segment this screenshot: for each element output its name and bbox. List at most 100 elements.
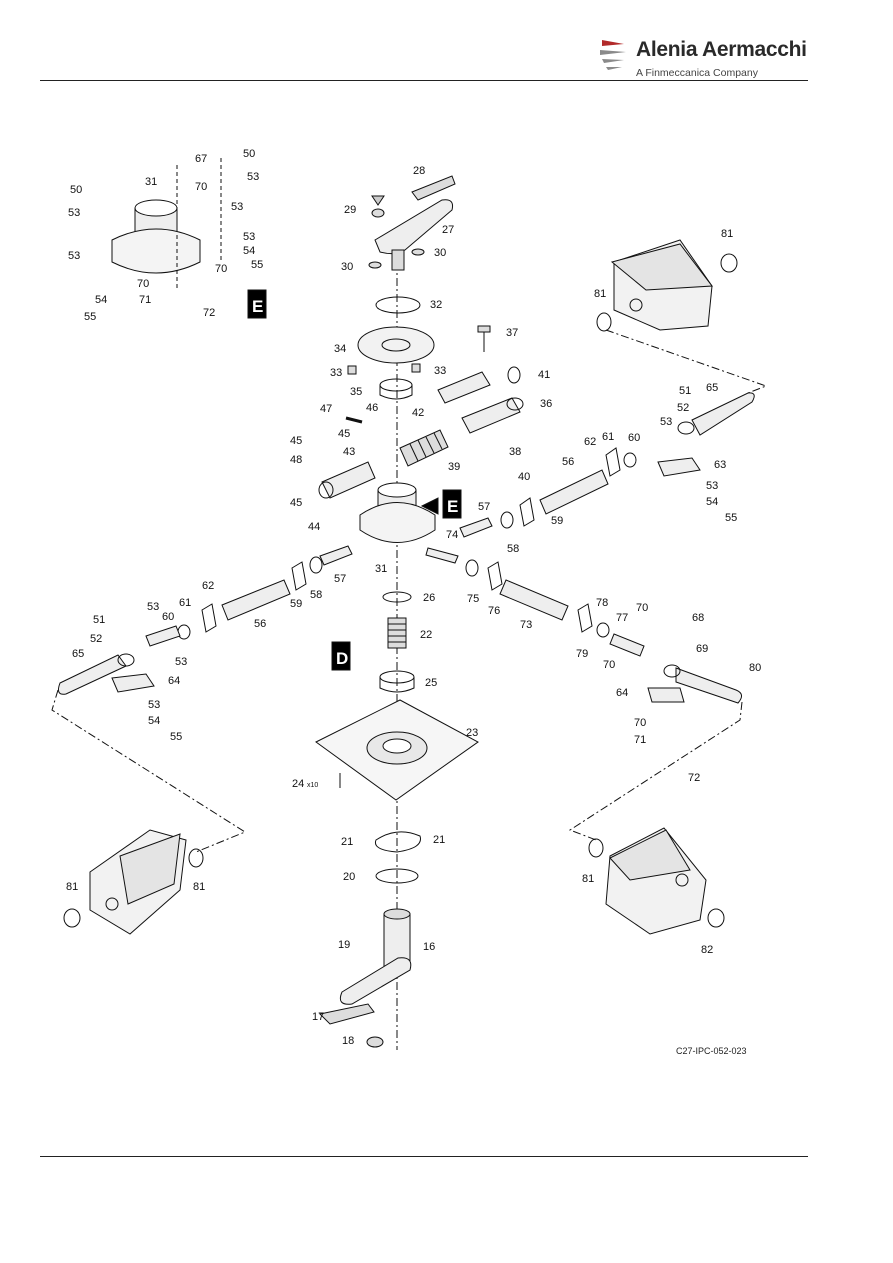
callout-55: 55 bbox=[84, 311, 96, 323]
callout-24: 24 bbox=[292, 778, 304, 790]
callout-53: 53 bbox=[68, 207, 80, 219]
callout-53: 53 bbox=[660, 416, 672, 428]
collar-81e bbox=[588, 838, 604, 858]
callout-81: 81 bbox=[594, 288, 606, 300]
callout-41: 41 bbox=[538, 369, 550, 381]
callout-22: 22 bbox=[420, 629, 432, 641]
callout-59: 59 bbox=[290, 598, 302, 610]
header-rule bbox=[40, 80, 808, 81]
callout-36: 36 bbox=[540, 398, 552, 410]
callout-30: 30 bbox=[341, 261, 353, 273]
extension-line-ur bbox=[605, 329, 768, 394]
rod-43 bbox=[318, 461, 376, 499]
push-rod-73 bbox=[465, 559, 569, 621]
callout-27: 27 bbox=[442, 224, 454, 236]
callout-56: 56 bbox=[562, 456, 574, 468]
callout-50: 50 bbox=[70, 184, 82, 196]
rod-end-57a bbox=[459, 517, 493, 538]
callout-60: 60 bbox=[628, 432, 640, 444]
view-d-box bbox=[331, 641, 351, 671]
bearing-61b bbox=[177, 624, 191, 640]
extension-line-ll bbox=[51, 689, 247, 853]
callout-58: 58 bbox=[310, 589, 322, 601]
callout-70: 70 bbox=[603, 659, 615, 671]
callout-70: 70 bbox=[215, 263, 227, 275]
callout-53: 53 bbox=[231, 201, 243, 213]
view-d-label: D bbox=[336, 649, 348, 668]
callout-32: 32 bbox=[430, 299, 442, 311]
callout-26: 26 bbox=[423, 592, 435, 604]
callout-52: 52 bbox=[90, 633, 102, 645]
callout-33: 33 bbox=[434, 365, 446, 377]
callout-70: 70 bbox=[195, 181, 207, 193]
callout-73: 73 bbox=[520, 619, 532, 631]
flange-disk-34 bbox=[357, 326, 435, 364]
boot-lower-right bbox=[605, 827, 707, 935]
callout-34: 34 bbox=[334, 343, 346, 355]
lever-65a bbox=[677, 392, 755, 436]
callout-68: 68 bbox=[692, 612, 704, 624]
bushing-35 bbox=[379, 378, 413, 400]
callout-31: 31 bbox=[145, 176, 157, 188]
callout-63: 63 bbox=[714, 459, 726, 471]
callout-53: 53 bbox=[147, 601, 159, 613]
collar-81a bbox=[720, 253, 738, 273]
callout-38: 38 bbox=[509, 446, 521, 458]
callout-79: 79 bbox=[576, 648, 588, 660]
plate-79 bbox=[577, 603, 593, 633]
callout-23: 23 bbox=[466, 727, 478, 739]
callout-77: 77 bbox=[616, 612, 628, 624]
callout-70: 70 bbox=[634, 717, 646, 729]
callout-75: 75 bbox=[467, 593, 479, 605]
callout-44: 44 bbox=[308, 521, 320, 533]
bracket-64b bbox=[647, 687, 685, 703]
cover-17 bbox=[318, 1003, 375, 1025]
collar-81d bbox=[63, 908, 81, 928]
callout-51: 51 bbox=[679, 385, 691, 397]
callout-80: 80 bbox=[749, 662, 761, 674]
callout-37: 37 bbox=[506, 327, 518, 339]
callout-54: 54 bbox=[148, 715, 160, 727]
callout-40: 40 bbox=[518, 471, 530, 483]
callout-65: 65 bbox=[706, 382, 718, 394]
collar-81b bbox=[596, 312, 612, 332]
callout-61: 61 bbox=[602, 431, 614, 443]
rod-end-57b bbox=[319, 545, 353, 566]
view-e-label: E bbox=[252, 297, 263, 316]
callout-x10: x10 bbox=[307, 782, 318, 789]
callout-78: 78 bbox=[596, 597, 608, 609]
callout-29: 29 bbox=[344, 204, 356, 216]
callout-54: 54 bbox=[706, 496, 718, 508]
lower-shaft-lever-16 bbox=[339, 908, 412, 1005]
plate-62b bbox=[201, 603, 217, 633]
callout-72: 72 bbox=[203, 307, 215, 319]
lever-65b bbox=[58, 653, 135, 695]
knob-18 bbox=[366, 1036, 384, 1048]
callout-60: 60 bbox=[162, 611, 174, 623]
detail-arrow-label: E bbox=[447, 497, 458, 516]
boot-upper-right bbox=[610, 239, 713, 331]
figure-reference-code: C27-IPC-052-023 bbox=[676, 1046, 747, 1056]
callout-45: 45 bbox=[290, 435, 302, 447]
ring-20 bbox=[375, 868, 419, 884]
callout-69: 69 bbox=[696, 643, 708, 655]
callout-21: 21 bbox=[433, 834, 445, 846]
o-ring-32 bbox=[375, 296, 421, 314]
detail-e-inset bbox=[111, 158, 222, 290]
callout-56: 56 bbox=[254, 618, 266, 630]
callout-54: 54 bbox=[95, 294, 107, 306]
rod-end-60b bbox=[145, 625, 181, 647]
callout-53: 53 bbox=[175, 656, 187, 668]
insert-33a bbox=[347, 365, 357, 375]
callout-51: 51 bbox=[93, 614, 105, 626]
callout-81: 81 bbox=[66, 881, 78, 893]
callout-25: 25 bbox=[425, 677, 437, 689]
collar-82 bbox=[707, 908, 725, 928]
extension-line-lr bbox=[568, 701, 743, 841]
callout-33: 33 bbox=[330, 367, 342, 379]
push-rod-56b bbox=[221, 556, 323, 621]
callout-62: 62 bbox=[202, 580, 214, 592]
callout-55: 55 bbox=[725, 512, 737, 524]
callout-47: 47 bbox=[320, 403, 332, 415]
lever-80 bbox=[663, 664, 742, 704]
